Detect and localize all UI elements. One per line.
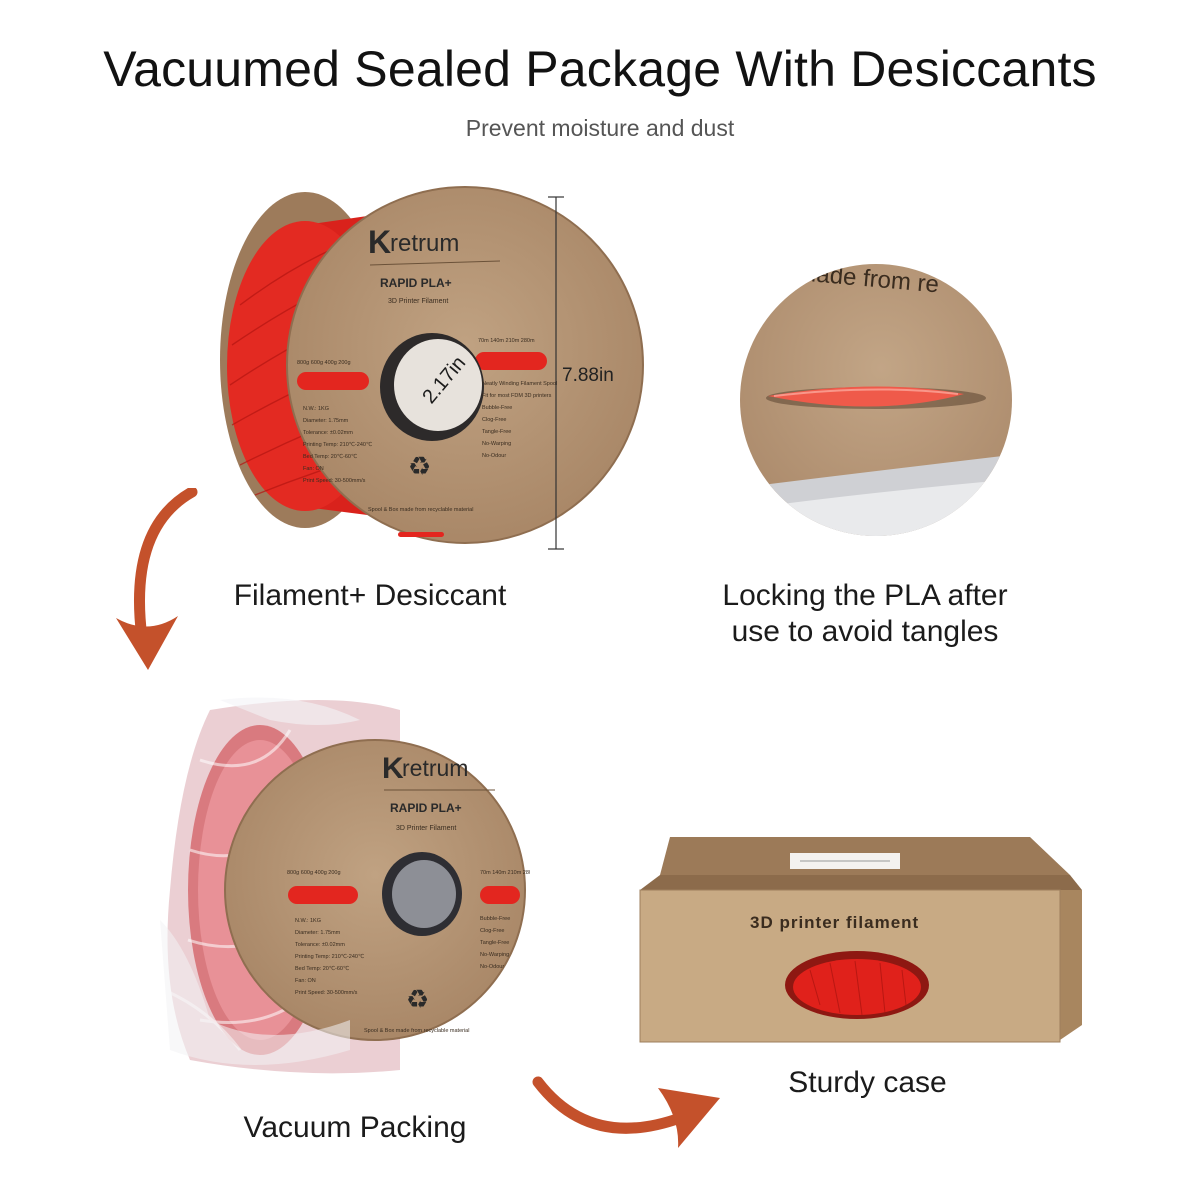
feature-line: Clog-Free [482, 417, 506, 423]
spec-line: Print Speed: 30-500mm/s [303, 478, 366, 484]
recycle-icon: ♻ [408, 451, 431, 481]
weight-scale: 800g 600g 400g 200g [287, 870, 341, 876]
feature-line: Tangle-Free [480, 940, 509, 946]
feature-line: No-Odour [482, 453, 506, 459]
page-subtitle: Prevent moisture and dust [465, 115, 735, 141]
spec-line: Diameter: 1.75mm [295, 930, 341, 936]
spec-line: Tolerance: ±0.02mm [303, 430, 353, 436]
length-scale: 70m 140m 210m 280m [480, 870, 530, 876]
spec-line: Printing Temp: 210℃-240℃ [295, 953, 364, 960]
recyclable-note: Spool & Box made from recyclable materia… [368, 507, 473, 513]
product-name: RAPID PLA+ [390, 801, 462, 815]
brand-logo-name: retrum [402, 755, 468, 781]
caption-vacuum-packing: Vacuum Packing [243, 1111, 467, 1144]
spec-line: N.W.: 1KG [295, 918, 321, 924]
box-side [1060, 890, 1082, 1040]
left-window-slot [297, 372, 369, 390]
spool-front-flange [224, 739, 526, 1041]
height-dimension-label: 7.88in [562, 365, 614, 386]
spec-line: Tolerance: ±0.02mm [295, 942, 345, 948]
feature-line: Clog-Free [480, 928, 504, 934]
length-scale: 70m 140m 210m 280m [478, 338, 535, 344]
weight-scale: 800g 600g 400g 200g [297, 360, 351, 366]
product-type: 3D Printer Filament [396, 825, 456, 832]
caption-filament-desiccant: Filament+ Desiccant [233, 579, 507, 612]
recyclable-note: Spool & Box made from recyclable materia… [364, 1028, 469, 1034]
product-type: 3D Printer Filament [388, 298, 448, 305]
page-title: Vacuumed Sealed Package With Desiccants [103, 41, 1097, 97]
filament-spool-image: K retrum RAPID PLA+ 3D Printer Filament … [220, 186, 644, 550]
spec-line: Print Speed: 30-500mm/s [295, 990, 358, 996]
spec-line: Fan: ON [295, 978, 316, 984]
product-name: RAPID PLA+ [380, 276, 452, 290]
feature-line: Bubble-Free [482, 405, 512, 411]
brand-logo-k: K [368, 224, 391, 260]
feature-line: Tangle-Free [482, 429, 511, 435]
sturdy-box-image: 3D printer filament [639, 837, 1082, 1043]
recycle-icon: ♻ [406, 984, 429, 1014]
curved-arrow-right-icon [532, 1076, 720, 1148]
spec-line: Bed Temp: 20℃-60℃ [303, 453, 357, 460]
curved-arrow-down-icon [116, 488, 198, 670]
left-window-slot [288, 886, 358, 904]
box-print-label: 3D printer filament [750, 913, 919, 932]
caption-locking-line1: Locking the PLA after [722, 579, 1008, 612]
brand-logo-k: K [382, 752, 404, 785]
feature-line: No-Warping [480, 952, 509, 958]
spec-line: Printing Temp: 210℃-240℃ [303, 441, 372, 448]
right-window-slot [480, 886, 520, 904]
feature-line: No-Warping [482, 441, 511, 447]
spec-line: N.W.: 1KG [303, 406, 329, 412]
caption-sturdy-case: Sturdy case [788, 1066, 947, 1099]
bottom-lock-slot [398, 532, 444, 537]
vacuum-packed-spool-image: K retrum RAPID PLA+ 3D Printer Filament … [160, 697, 530, 1074]
feature-line: No-Odour [480, 964, 504, 970]
spec-line: Bed Temp: 20℃-60℃ [295, 965, 349, 972]
lock-closeup-image: made from re [740, 264, 1012, 536]
brand-logo-name: retrum [390, 230, 459, 257]
spec-line: Diameter: 1.75mm [303, 418, 349, 424]
feature-line: Bubble-Free [480, 916, 510, 922]
feature-line: Neatly Winding Filament Spool [482, 381, 557, 387]
feature-line: Fit for most FDM 3D printers [482, 393, 552, 399]
right-window-slot [475, 352, 547, 370]
spec-line: Fan: ON [303, 466, 324, 472]
caption-locking-line2: use to avoid tangles [731, 615, 999, 648]
